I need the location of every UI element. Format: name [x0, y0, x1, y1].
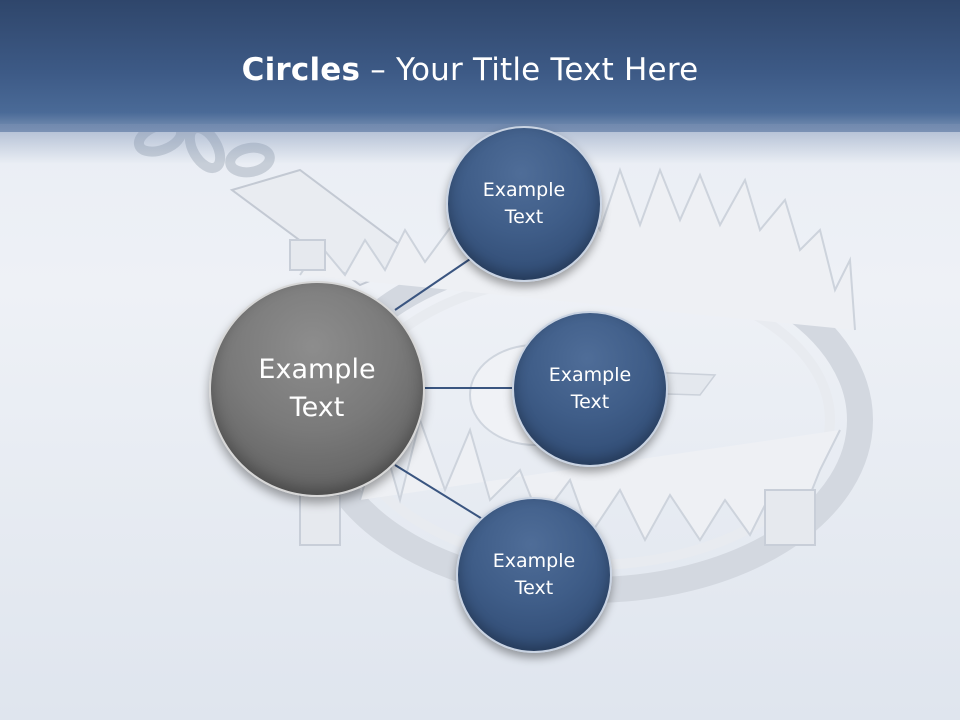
center-circle[interactable]: Example Text	[209, 281, 425, 497]
slide-title[interactable]: Circles – Your Title Text Here	[0, 52, 940, 88]
connector-line-3	[394, 464, 485, 521]
slide-title-bold: Circles	[241, 52, 361, 88]
satellite-circle-text: Example Text	[482, 179, 566, 228]
satellite-circle-bottom[interactable]: Example Text	[456, 497, 612, 653]
center-circle-text: Example Text	[258, 353, 376, 423]
satellite-circle-text: Example Text	[548, 364, 632, 413]
satellite-circle-middle[interactable]: Example Text	[512, 311, 668, 467]
connector-line-1	[394, 254, 477, 311]
satellite-circle-text: Example Text	[492, 550, 576, 599]
satellite-circle-top[interactable]: Example Text	[446, 126, 602, 282]
slide-title-rest: – Your Title Text Here	[360, 52, 699, 88]
title-bar	[0, 0, 960, 132]
